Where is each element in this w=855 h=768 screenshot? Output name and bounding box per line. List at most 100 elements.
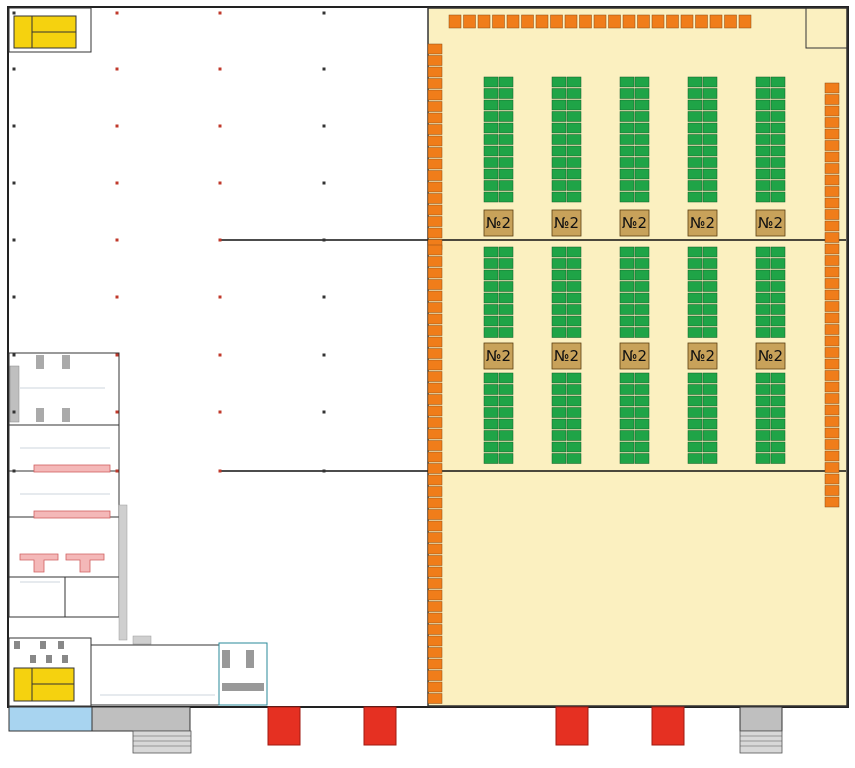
rack-cell	[755, 281, 771, 292]
rack-cell	[634, 418, 650, 430]
shelf-left	[427, 290, 443, 302]
shelf-right	[824, 105, 840, 117]
shelf-left	[427, 124, 443, 135]
perimeter-shelves	[427, 14, 840, 704]
rack-cell	[687, 418, 703, 430]
shelf-top	[637, 14, 650, 29]
rack-cell	[770, 418, 786, 430]
rack-cell	[619, 88, 635, 99]
gray-strip	[118, 504, 128, 641]
rack-cell	[483, 430, 499, 441]
rack-cell	[687, 76, 703, 88]
rack-label-box	[483, 209, 514, 237]
column-post	[322, 124, 326, 128]
rack-cell	[702, 76, 718, 88]
rack-cell	[755, 395, 771, 407]
shelf-left	[427, 670, 443, 681]
rack-cell	[702, 111, 718, 122]
column-post	[12, 181, 16, 185]
rack-cell	[687, 453, 703, 464]
shelf-right	[824, 370, 840, 381]
column-post	[322, 295, 326, 299]
shelf-right	[824, 416, 840, 427]
shelf-right	[824, 485, 840, 496]
rack-cell	[702, 453, 718, 464]
shelf-right	[824, 94, 840, 105]
rack-cell	[687, 281, 703, 292]
rack-cell	[551, 292, 567, 304]
shelf-right	[824, 347, 840, 358]
column-post	[322, 11, 326, 15]
column-post	[218, 410, 222, 414]
rack-cell	[566, 111, 582, 122]
rack-cell	[770, 122, 786, 134]
rack-cell	[566, 191, 582, 203]
shelf-right	[824, 496, 840, 508]
shelf-left	[427, 256, 443, 267]
rack-cell	[619, 453, 635, 464]
rack-cell	[770, 292, 786, 304]
rack-cell	[498, 76, 514, 88]
rack-cell	[770, 453, 786, 464]
rack-label-box	[755, 342, 786, 370]
shelf-left	[427, 181, 443, 193]
shelf-right	[824, 151, 840, 163]
rack-cell	[755, 327, 771, 338]
column-post	[322, 469, 326, 473]
rack-cell	[483, 122, 499, 134]
bench	[33, 510, 111, 519]
rack-cell	[483, 395, 499, 407]
column-post	[12, 67, 16, 71]
rack-label: №2	[554, 347, 579, 365]
rack-cell	[483, 327, 499, 338]
rack-cell	[483, 418, 499, 430]
column-post	[218, 295, 222, 299]
fixture	[222, 650, 230, 668]
rack-cell	[619, 145, 635, 157]
rack-cell	[634, 281, 650, 292]
rack-label-box	[687, 209, 718, 237]
shelf-right	[824, 381, 840, 393]
rack-cell	[755, 407, 771, 418]
rack-cell	[770, 304, 786, 315]
rack-cell	[687, 145, 703, 157]
rack-cell	[755, 99, 771, 111]
shelf-left	[427, 336, 443, 348]
rack-cell	[619, 418, 635, 430]
rack-cell	[770, 111, 786, 122]
rack-cell	[566, 292, 582, 304]
fixture	[222, 683, 264, 691]
rack-cell	[687, 111, 703, 122]
rack-label: №2	[622, 347, 647, 365]
shelf-right	[824, 278, 840, 289]
rack-cell	[483, 76, 499, 88]
column-post	[115, 181, 119, 185]
rack-cell	[551, 88, 567, 99]
shelf-left	[427, 578, 443, 589]
rack-cell	[634, 453, 650, 464]
loading-gate	[363, 706, 397, 746]
rack-cell	[702, 269, 718, 281]
rack-cell	[483, 111, 499, 122]
rack-cell	[483, 281, 499, 292]
rack-cell	[551, 315, 567, 327]
rack-cell	[687, 395, 703, 407]
shelf-right	[824, 335, 840, 347]
column-post	[115, 11, 119, 15]
shelf-top	[535, 14, 549, 29]
rack-cell	[687, 327, 703, 338]
shelf-left	[427, 382, 443, 394]
rack-label-box	[619, 342, 650, 370]
column-post	[12, 11, 16, 15]
shelf-right	[824, 358, 840, 370]
rack-cell	[551, 180, 567, 191]
rack-cell	[755, 246, 771, 258]
rack-cell	[498, 191, 514, 203]
rack-cell	[551, 99, 567, 111]
column-post	[322, 67, 326, 71]
rack-cell	[498, 269, 514, 281]
shelf-right	[824, 163, 840, 174]
rack-cell	[702, 384, 718, 395]
shelf-left	[427, 543, 443, 555]
